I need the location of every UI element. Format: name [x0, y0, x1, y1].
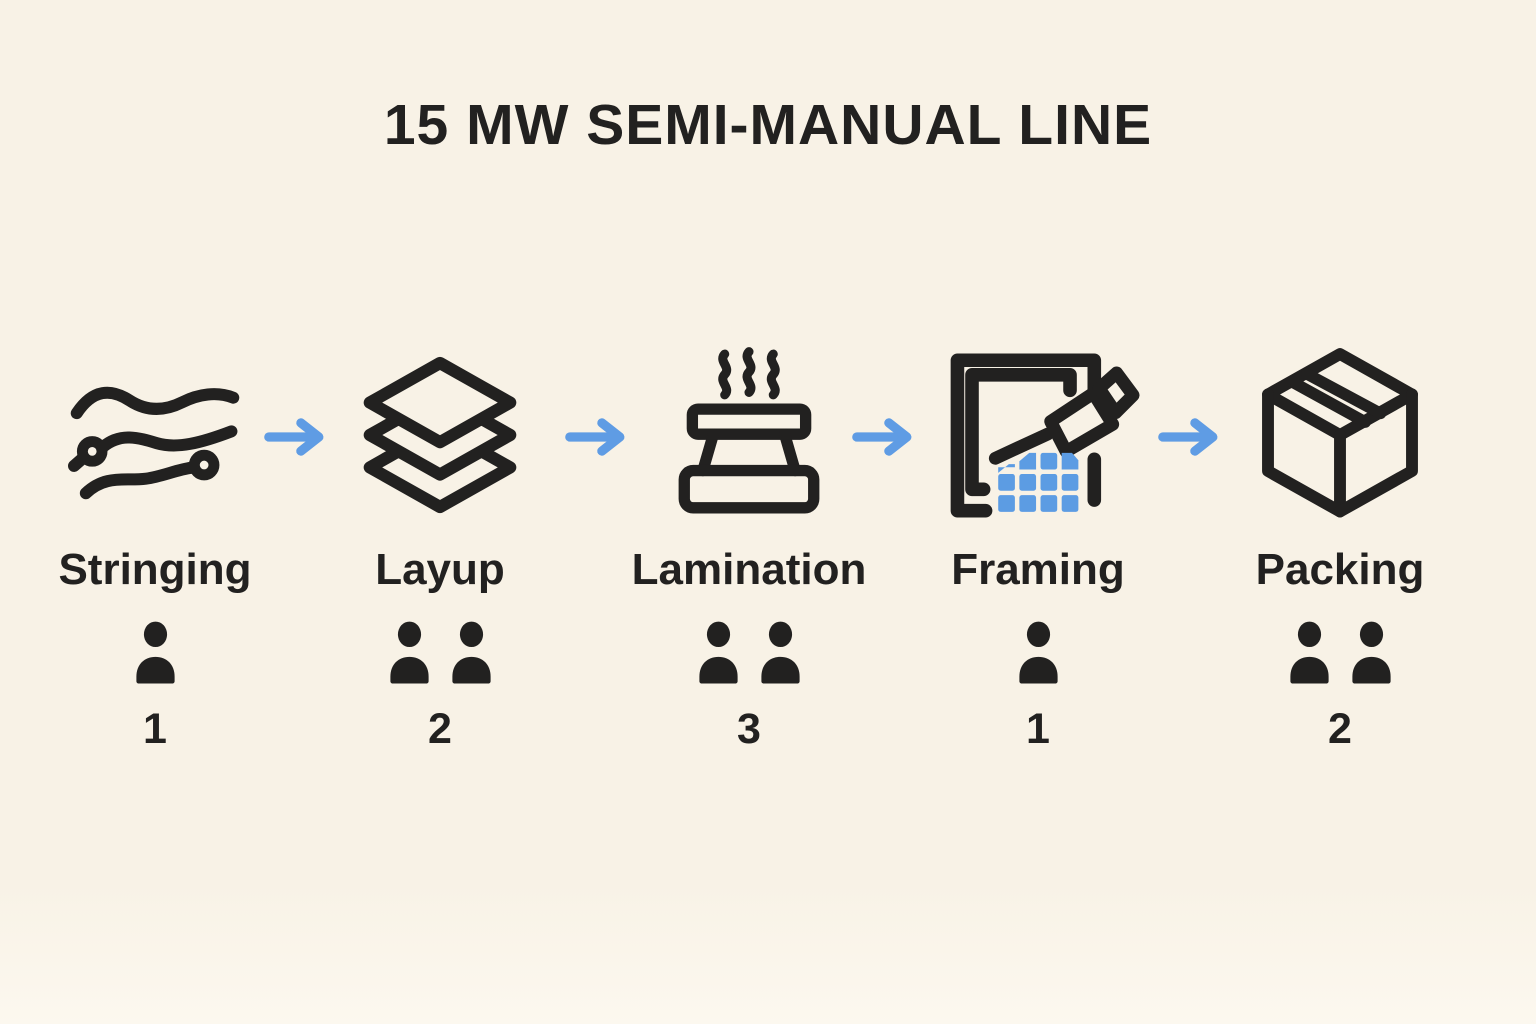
worker-count: 1 [1026, 705, 1050, 753]
worker-count: 3 [737, 705, 761, 753]
step-label: Framing [951, 545, 1125, 594]
worker-count: 1 [143, 705, 167, 753]
flow-arrow-4 [1156, 414, 1224, 460]
right-arrow-icon [264, 418, 324, 456]
worker-count: 2 [1328, 705, 1352, 753]
worker-icon [698, 621, 738, 684]
worker-icons-group [1013, 619, 1064, 687]
page-title: 15 MW SEMI-MANUAL LINE [383, 93, 1153, 157]
step-label: Layup [375, 545, 505, 594]
worker-icon [1351, 621, 1391, 684]
right-arrow-icon [852, 418, 912, 456]
stringing-wires-icon [0, 335, 315, 535]
worker-icons-group [1284, 619, 1397, 687]
step-label: Stringing [58, 545, 252, 594]
step-label: Lamination [631, 545, 867, 594]
packing-box-icon [1180, 335, 1500, 535]
right-arrow-icon [565, 418, 625, 456]
step-packing: Packing 2 [1180, 335, 1500, 754]
worker-icons-group [693, 619, 806, 687]
step-stringing: Stringing 1 [0, 335, 315, 754]
frame-sealant-gun-icon [878, 335, 1198, 535]
worker-icon [135, 621, 175, 684]
flow-arrow-3 [850, 414, 918, 460]
right-arrow-icon [1158, 418, 1218, 456]
worker-icon [451, 621, 491, 684]
worker-icons-group [130, 619, 181, 687]
worker-icon [1018, 621, 1058, 684]
flow-arrow-2 [563, 414, 631, 460]
worker-icon [1289, 621, 1329, 684]
worker-count: 2 [428, 705, 452, 753]
worker-icon [389, 621, 429, 684]
step-lamination: Lamination 3 [589, 335, 909, 754]
heat-press-icon [589, 335, 909, 535]
step-framing: Framing 1 [878, 335, 1198, 754]
worker-icon [760, 621, 800, 684]
flow-arrow-1 [262, 414, 330, 460]
step-label: Packing [1255, 545, 1425, 594]
step-layup: Layup 2 [280, 335, 600, 754]
worker-icons-group [384, 619, 497, 687]
stacked-layers-icon [280, 335, 600, 535]
